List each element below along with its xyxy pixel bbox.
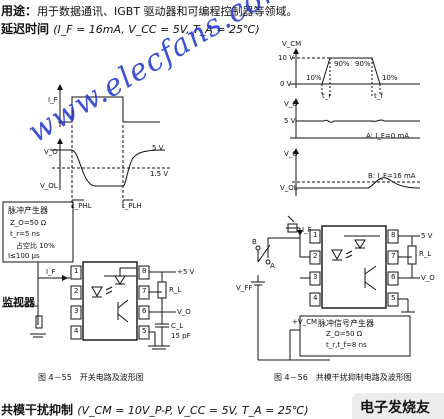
pin-6: 6 [142,307,147,315]
pulse-generator-56-zo: Z_O=50 Ω [326,330,363,338]
five-volt-label: 5 V [152,144,164,152]
pin-5: 5 [142,327,147,335]
cm-heading: 共模干扰抑制 (V_CM = 10V_P-P, V_CC = 5V, T_A =… [1,403,309,417]
vcm-source-label: +V_CM [292,318,318,326]
vcc-56-label: 5 V [421,232,433,240]
pct90-left: 90% [334,60,350,68]
monitor-label: 监视器 [2,296,35,309]
vo-output-label: V_O [177,308,191,316]
fig56-caption: 图 4－56 共模干扰抑制电路及波形图 [274,373,412,382]
vo-a-axis-label: V_O [284,100,298,108]
pin-8: 8 [142,267,147,275]
rl-label: R_L [169,286,182,294]
vcm-axis-label: V_CM [282,40,302,48]
pct10-left: 10% [306,74,322,82]
site-logo: 电子发烧友 [352,393,444,419]
pin-4: 4 [74,327,79,335]
if-axis-label: I_F [48,96,58,104]
pulse-generator-56-trf: t_r,t_f=8 ns [326,341,367,349]
switch-b-label: B: I_F=16 mA [368,172,416,180]
vol-label: V_OL [40,182,58,190]
vo-b-axis-label: V_O [284,150,298,158]
pulse-generator-tr: t_r=5 ns [10,230,40,238]
pulse-generator-duty: 占空比 10% [16,242,55,250]
pin56-7: 7 [391,252,396,260]
vff-label: V_FF [236,284,253,292]
pin-3: 3 [74,307,79,315]
pin56-8: 8 [391,231,396,239]
delay-heading: 延迟时间 (I_F = 16mA, V_CC = 5V, T_A = 25℃) [1,22,260,36]
pin56-2: 2 [313,252,318,260]
pin-7: 7 [142,287,147,295]
pin56-5: 5 [391,294,396,302]
five-volt-a-label: 5 V [284,117,296,125]
pin56-3: 3 [313,273,318,281]
switch-a-label: A: I_F=0 mA [366,132,409,140]
vo-axis-label: V_O [44,148,58,156]
pulse-generator-zo: Z_O=50 Ω [10,219,47,227]
switch-pin-b: B [252,238,257,246]
pin-1: 1 [74,267,79,275]
pulse-generator-title: 脉冲产生器 [8,206,48,215]
pin-2: 2 [74,287,79,295]
if-arrow-label-56: I_F [302,226,312,234]
pulse-generator-period: I≤100 μs [8,252,40,260]
vo-56-label: V_O [421,274,435,282]
rl-56-label: R_L [419,250,432,258]
switch-pin-a: A [270,262,275,270]
ten-volt-label: 10 V [278,54,294,62]
pulse-generator-56-title: 脉冲信号产生器 [318,319,374,328]
pin56-4: 4 [313,294,318,302]
tphl-label: t_PHL [72,202,92,210]
vcc-label: +5 V [177,268,195,276]
pin56-1: 1 [313,231,318,239]
fig55-caption: 图 4－55 开关电路及波形图 [38,373,144,382]
if-arrow-label: I_F [46,268,56,276]
pin56-6: 6 [391,273,396,281]
cl-value: 15 pF [171,332,191,340]
usage-heading: 用途：用于数据通讯、IGBT 驱动器和可编程控制器等领域。 [1,4,298,18]
pct10-right: 10% [382,74,398,82]
cl-label: C_L [171,322,184,330]
pct90-right: 90% [355,60,371,68]
tr-label: t_r [322,92,332,100]
zero-volt-label: 0 V [280,80,292,88]
one-five-volt-label: 1.5 V [150,170,169,178]
tf-label: t_f [374,92,383,100]
vol-b-label: V_OL [280,184,298,192]
tplh-label: t_PLH [122,202,142,210]
